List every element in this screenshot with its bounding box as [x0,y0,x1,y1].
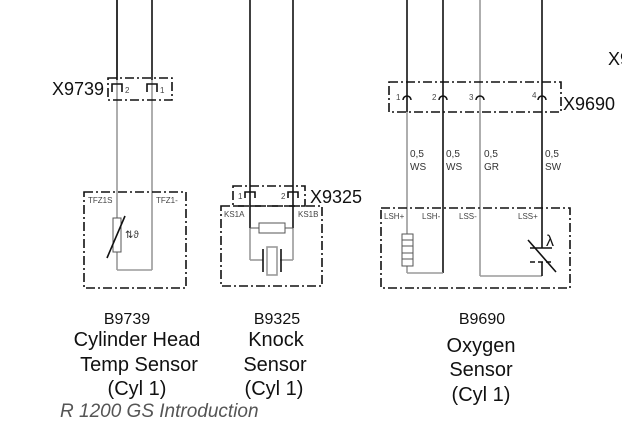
connector-label-x9690: X9690 [563,94,615,114]
component-name: Knock [248,329,305,351]
wire-size: 0,5 [545,149,559,160]
lambda-symbol: λ [546,233,554,250]
component-name: Oxygen [447,335,516,357]
component-id: B9325 [254,311,300,328]
pin-label: 3 [469,93,474,102]
connector-label-x9739: X9739 [52,79,104,99]
temperature-symbol: ⇅ϑ [125,230,139,241]
heater-element-icon [401,233,414,267]
component-name: (Cyl 1) [108,378,167,400]
sensor-box-b9690 [380,207,571,289]
component-b9325-title: B9325 Knock Sensor (Cyl 1) [243,311,307,400]
connector-label-cutoff: X9 [608,49,622,69]
pin-label: 4 [532,91,537,100]
component-name: Temp Sensor [80,354,198,376]
pin-label: 1 [396,93,401,102]
component-id: B9690 [459,311,505,328]
wire-size: 0,5 [410,149,424,160]
wire-size: 0,5 [484,149,498,160]
connector-x9325 [232,185,306,207]
component-name: (Cyl 1) [245,378,304,400]
pin-icons [244,191,299,198]
component-name: Sensor [449,359,513,381]
component-name: (Cyl 1) [452,384,511,406]
piezo-crystal-icon [266,246,278,276]
b9690-circuit: λ 1 2 3 4 X9690 X9 0,5 WS 0,5 WS 0,5 GR … [380,0,622,289]
pin-label: 1 [238,192,243,201]
terminal-label: LSS+ [518,212,538,221]
wire-color: WS [410,162,426,173]
sensor-box-b9325 [220,205,323,287]
wire-size: 0,5 [446,149,460,160]
connector-x9690 [388,81,562,113]
component-b9739-title: B9739 Cylinder Head Temp Sensor (Cyl 1) [74,311,201,400]
pin-label: 1 [160,86,165,95]
b9739-circuit: 2 1 X9739 TFZ1S TFZ1- ⇅ϑ [52,0,187,289]
resistor-icon [258,222,286,234]
pin-label: 2 [432,93,437,102]
b9325-circuit: 1 2 X9325 KS1A KS1B [220,0,362,287]
pin-icons [111,83,158,92]
thermistor-icon [112,217,122,253]
connector-x9739 [107,77,173,101]
sensor-box-b9739 [83,191,187,289]
terminal-label: KS1B [298,210,318,219]
wire-color: SW [545,162,562,173]
connector-label-x9325: X9325 [310,187,362,207]
socket-icons [402,95,547,101]
terminal-label: LSH- [422,212,441,221]
pin-label: 2 [125,86,130,95]
component-name: Cylinder Head [74,329,201,351]
terminal-label: KS1A [224,210,245,219]
oxygen-sensor-icon [527,239,557,273]
terminal-label: LSH+ [384,212,405,221]
wire-color: GR [484,162,499,173]
terminal-label: LSS- [459,212,477,221]
terminal-label: TFZ1S [88,196,112,205]
component-b9690-title: B9690 Oxygen Sensor (Cyl 1) [447,311,516,406]
terminal-label: TFZ1- [156,196,178,205]
component-name: Sensor [243,354,307,376]
pin-label: 2 [281,192,286,201]
wire-color: WS [446,162,462,173]
footer-caption: R 1200 GS Introduction [60,401,259,422]
component-id: B9739 [104,311,150,328]
